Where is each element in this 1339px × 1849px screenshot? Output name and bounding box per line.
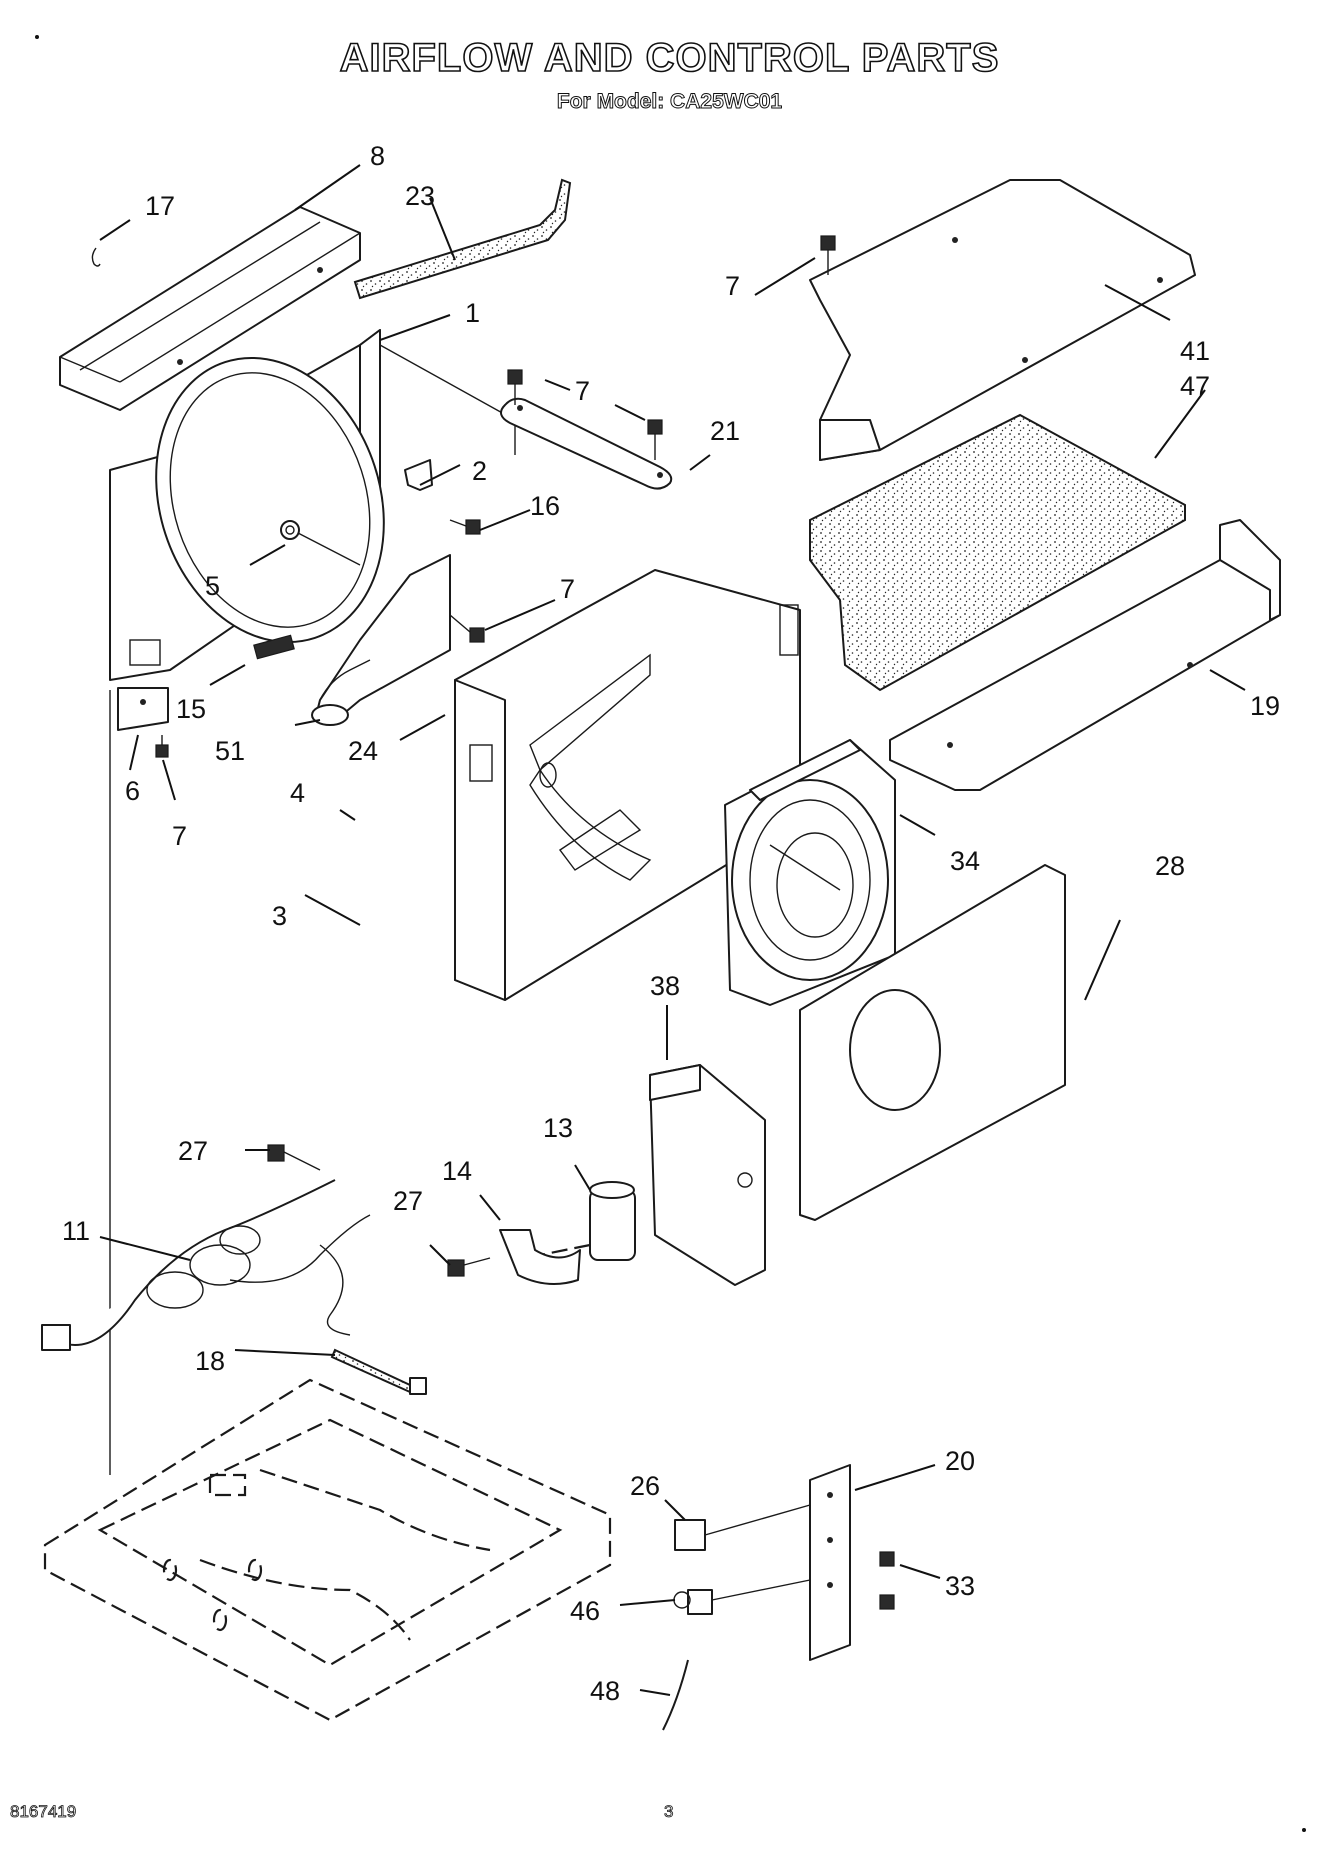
callout-33: 33 (945, 1571, 975, 1601)
part-7-screw (449, 614, 485, 643)
callout-27-a: 27 (178, 1136, 208, 1166)
part-48-tube (662, 1659, 689, 1731)
callout-24: 24 (348, 736, 378, 766)
callout-28: 28 (1155, 851, 1185, 881)
callout-15: 15 (176, 694, 206, 724)
callout-19: 19 (1250, 691, 1280, 721)
part-51-baffle (311, 554, 451, 726)
part-1-fan-shroud (109, 329, 516, 681)
page-number: 3 (664, 1802, 674, 1822)
callout-23: 23 (405, 181, 435, 211)
callout-47: 47 (1180, 371, 1210, 401)
callout-arrows (99, 164, 1246, 1696)
part-7-screw (507, 369, 523, 405)
callout-21: 21 (710, 416, 740, 446)
part-24-partition (454, 569, 801, 1001)
part-27-screw (267, 1144, 321, 1171)
part-33-screw (879, 1551, 895, 1610)
part-6-bracket (117, 687, 169, 731)
part-20-mounting-plate (809, 1464, 851, 1661)
callout-16: 16 (530, 491, 560, 521)
page-title: AIRFLOW AND CONTROL PARTS (339, 35, 1000, 81)
callout-41: 41 (1180, 336, 1210, 366)
callout-1: 1 (465, 298, 480, 328)
base-pan-outline (43, 1378, 612, 1722)
callout-17: 17 (145, 191, 175, 221)
callout-34: 34 (950, 846, 980, 876)
callout-14: 14 (442, 1156, 472, 1186)
part-18-cable-tie (330, 1348, 427, 1395)
part-21-bracket (500, 397, 673, 490)
callout-13: 13 (543, 1113, 573, 1143)
part-28-shroud-panel (799, 864, 1066, 1221)
callout-7-a: 7 (575, 376, 590, 406)
callout-18: 18 (195, 1346, 225, 1376)
callout-7-d: 7 (172, 821, 187, 851)
part-7-screw (155, 735, 169, 758)
part-46-clip (673, 1579, 811, 1615)
part-34-scroll-housing (724, 739, 896, 1006)
callout-20: 20 (945, 1446, 975, 1476)
callout-46: 46 (570, 1596, 600, 1626)
stray-mark (1302, 1828, 1306, 1832)
callout-8: 8 (370, 141, 385, 171)
part-19-base-panel (889, 519, 1281, 791)
part-8-top-rail (59, 206, 361, 411)
callout-2: 2 (472, 456, 487, 486)
part-number-footer: 8167419 (10, 1802, 77, 1822)
callout-51: 51 (215, 736, 245, 766)
part-15-bumper (253, 634, 295, 660)
part-23-gasket (353, 178, 572, 300)
part-13-capacitor (539, 1181, 636, 1261)
part-14-strap (499, 1229, 581, 1285)
part-7-screw (647, 419, 663, 460)
part-38-control-box (649, 1064, 766, 1286)
part-47-filter-pad (809, 413, 1186, 692)
part-11-power-cord (41, 1179, 371, 1351)
part-41-top-cover (809, 179, 1196, 461)
part-5-nut (280, 520, 361, 566)
callout-11: 11 (62, 1216, 90, 1246)
stray-mark (35, 35, 39, 39)
part-27-screw (447, 1257, 491, 1277)
callout-4: 4 (290, 778, 305, 808)
callout-5: 5 (205, 571, 220, 601)
callout-38: 38 (650, 971, 680, 1001)
callout-7-c: 7 (560, 574, 575, 604)
part-26-thermostat (674, 1504, 811, 1551)
callout-48: 48 (590, 1676, 620, 1706)
callout-26: 26 (630, 1471, 660, 1501)
callout-27-b: 27 (393, 1186, 423, 1216)
callout-6: 6 (125, 776, 140, 806)
part-7-screw (820, 235, 836, 275)
model-subtitle: For Model: CA25WC01 (556, 90, 783, 114)
part-17-clip (91, 247, 101, 267)
callout-3: 3 (272, 901, 287, 931)
part-16-screw (449, 519, 481, 535)
callout-7-b: 7 (725, 271, 740, 301)
part-2-clip (404, 459, 433, 491)
callout-labels: 8 17 23 1 7 7 41 47 21 2 16 5 7 15 51 24… (62, 141, 1280, 1706)
